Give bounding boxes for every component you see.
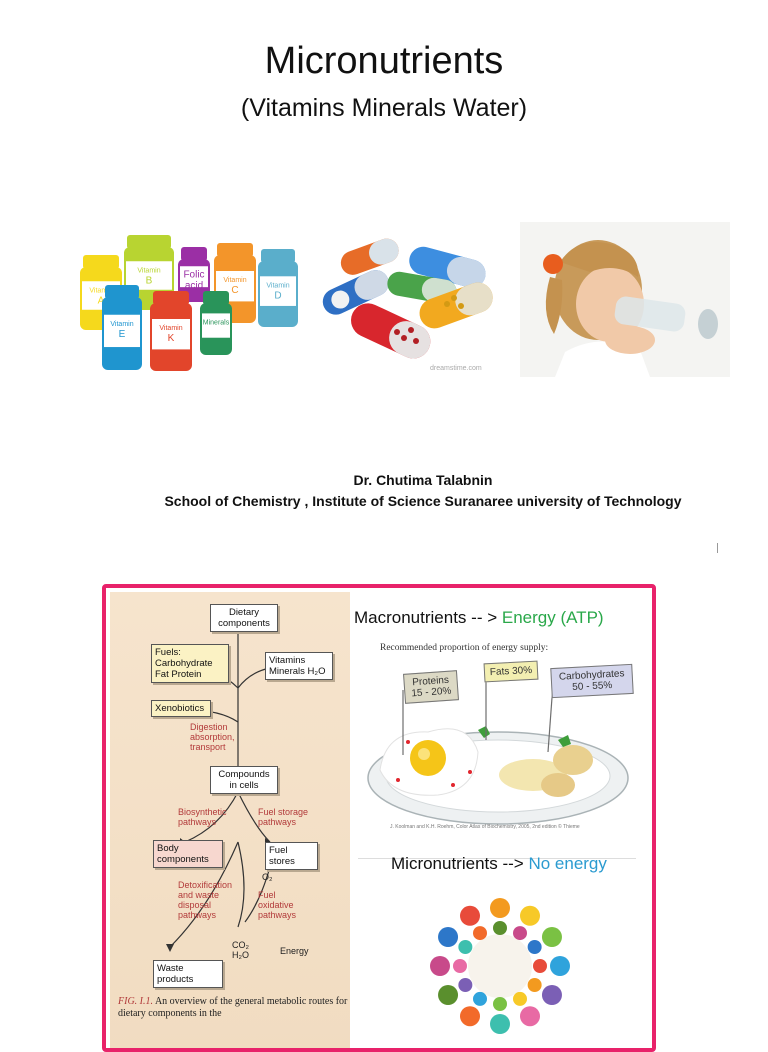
food-item [460, 1006, 480, 1027]
vitamin-badge [458, 940, 473, 954]
figure-caption-label: FIG. I.1. [118, 996, 153, 1007]
author-name: Dr. Chutima Talabnin [353, 472, 493, 488]
food-item [438, 927, 459, 947]
vitamin-badge [473, 926, 487, 941]
vitamin-bottle-label: D [274, 290, 281, 301]
compounds-in-cells-box: Compounds in cells [210, 766, 278, 794]
food-item [438, 985, 459, 1005]
vitamin-bottle-label: C [231, 285, 238, 296]
vitamin-bottle-label: Vitamin [266, 282, 289, 289]
vitamin-badge [493, 921, 507, 935]
image-credit: J. Koolman and K.H. Roehm, Color Atlas o… [390, 824, 580, 830]
oxygen-label: O₂ [262, 872, 273, 882]
vitamins-minerals-box: Vitamins Minerals H₂O [265, 652, 333, 680]
vitamin-foods-wheel [420, 884, 580, 1034]
body-components-box: Body components [153, 840, 223, 868]
pill-watermark: dreamstime.com [430, 365, 482, 372]
vitamin-bottle-label: Vitamin [137, 267, 160, 274]
food-item [550, 956, 570, 976]
author-affiliation: School of Chemistry , Institute of Scien… [164, 493, 682, 509]
vitamin-bottle-label: acid [185, 280, 203, 291]
biosynthetic-label: Biosynthetic pathways [178, 807, 227, 827]
vitamin-bottle-label: E [119, 329, 126, 340]
vitamin-badge [527, 978, 542, 992]
figure-caption: FIG. I.1. An overview of the general met… [118, 996, 348, 1020]
digestion-label: Digestion absorption, transport [190, 722, 235, 752]
food-item [460, 905, 480, 926]
vitamin-bottle: Minerals [200, 291, 232, 355]
fats-flag: Fats 30% [483, 660, 539, 683]
vitamin-badge [473, 991, 487, 1006]
carbohydrates-flag: Carbohydrates 50 - 55% [550, 663, 634, 699]
slide-subtitle: (Vitamins Minerals Water) [240, 94, 528, 122]
vitamin-bottle-label: Vitamin [223, 277, 246, 284]
vitamin-bottle-label: Vitamin [89, 287, 112, 294]
divider-tick [717, 543, 718, 553]
metabolic-routes-diagram: Dietary components Fuels: Carbohydrate F… [110, 592, 350, 1048]
girl-drinking-water-image [520, 222, 730, 377]
energy-atp-text: Energy (ATP) [501, 608, 604, 627]
food-item [520, 905, 540, 926]
vitamin-bottle-label: Vitamin [159, 325, 182, 332]
co2-h2o-label: CO₂ H₂O [232, 940, 249, 960]
vitamin-badge [493, 997, 507, 1011]
vitamin-bottle-label: Minerals [203, 319, 230, 326]
mineral-pills-image: dreamstime.com [322, 238, 493, 372]
vitamin-badge [458, 978, 473, 992]
vitamin-badge [513, 991, 527, 1006]
food-item [430, 956, 450, 976]
food-item [520, 1006, 540, 1027]
fuels-box: Fuels: Carbohydrate Fat Protein [151, 644, 229, 683]
no-energy-text: No energy [528, 854, 607, 873]
micronutrients-heading: Micronutrients --> No energy [391, 854, 607, 874]
fuel-storage-label: Fuel storage pathways [258, 807, 309, 827]
dietary-components-box: Dietary components [210, 604, 278, 632]
vitamin-badge [533, 959, 547, 973]
detoxification-label: Detoxification and waste disposal pathwa… [178, 880, 233, 920]
vitamin-bottle-label: Vitamin [110, 321, 133, 328]
slide-title: Micronutrients [264, 40, 504, 82]
fuel-oxidative-label: Fuel oxidative pathways [258, 890, 297, 920]
panel-separator [358, 858, 636, 859]
fuel-stores-box: Fuel stores [265, 842, 318, 870]
food-item [541, 985, 562, 1005]
diagram-arrows [166, 634, 273, 952]
food-item [490, 1014, 510, 1034]
xenobiotics-box: Xenobiotics [151, 700, 211, 717]
energy-label: Energy [280, 946, 309, 956]
food-item [541, 927, 562, 947]
vitamin-badge [527, 940, 542, 954]
vitamin-bottle-label: K [168, 333, 175, 344]
egg-plate-illustration [367, 680, 629, 825]
nutrient-figure-frame: Dietary components Fuels: Carbohydrate F… [102, 584, 656, 1052]
vitamin-bottle-label: Folic [183, 269, 204, 280]
vitamin-badge [453, 959, 467, 973]
micronutrients-heading-prefix: Micronutrients --> [391, 854, 529, 873]
figure-caption-text: An overview of the general metabolic rou… [118, 996, 348, 1019]
energy-supply-note: Recommended proportion of energy supply: [380, 643, 549, 653]
macronutrients-heading: Macronutrients -- > Energy (ATP) [354, 608, 604, 628]
proteins-flag: Proteins 15 - 20% [403, 670, 459, 704]
vitamin-bottle-label: B [146, 275, 153, 286]
vitamin-bottle-label: A [98, 295, 105, 306]
vitamin-badge [513, 926, 527, 941]
waste-products-box: Waste products [153, 960, 223, 988]
food-item [490, 898, 510, 918]
macronutrients-heading-prefix: Macronutrients -- > [354, 608, 502, 627]
